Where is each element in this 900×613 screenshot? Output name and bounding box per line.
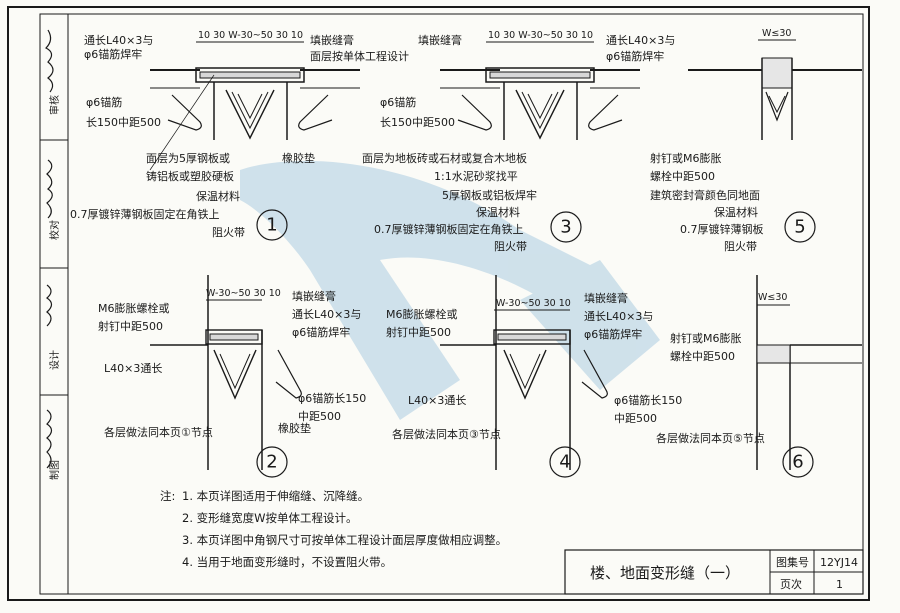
detail-4-label-anchor2: 中距500	[614, 412, 657, 425]
sidebar-cell-review: 审核	[48, 95, 61, 115]
detail-1-label-top-left: 通长L40×3与	[84, 34, 153, 47]
detail-3-label-fire: 阻火带	[494, 240, 527, 253]
detail-5-label-nail: 射钉或M6膨胀	[650, 151, 722, 165]
title-block: 楼、地面变形缝（一） 图集号 12YJ14 页次 1	[564, 549, 864, 595]
sheet-title: 楼、地面变形缝（一）	[590, 564, 740, 582]
detail-4-dims: W-30~50 30 10	[496, 298, 571, 309]
detail-2-label-rubber: 橡胶垫	[278, 421, 311, 435]
detail-2-number: 2	[266, 452, 277, 473]
detail-3-label-mortar: 1:1水泥砂浆找平	[434, 169, 518, 183]
detail-1-label-rubber: 橡胶垫	[282, 151, 315, 165]
detail-4-label-weld2: φ6锚筋焊牢	[584, 327, 642, 341]
detail-4-label-bolt: M6膨胀螺栓或	[386, 307, 458, 321]
detail-5-label-insulation: 保温材料	[714, 205, 758, 219]
detail-3-number: 3	[560, 217, 571, 238]
note-item-4: 4. 当用于地面变形缝时，不设置阻火带。	[182, 555, 392, 569]
detail-4-number: 4	[559, 452, 570, 473]
detail-2-label-weld2: φ6锚筋焊牢	[292, 325, 350, 339]
detail-3-label-surface: 面层为地板砖或石材或复合木地板	[362, 151, 527, 165]
detail-1-label-anchor2: 长150中距500	[86, 116, 161, 129]
detail-3-dims: 10 30 W-30~50 30 10	[488, 30, 593, 41]
sidebar-cell-design: 设计	[48, 350, 61, 370]
sidebar-signature-strip: 审核 校对 设计 制图	[39, 14, 69, 595]
detail-1-label-surface: 面层为5厚钢板或	[146, 151, 230, 165]
detail-3-label-insulation: 保温材料	[476, 205, 520, 219]
page-label: 页次	[780, 577, 802, 591]
detail-2: W-30~50 30 10 M6膨胀螺栓或 射钉中距500 填嵌缝膏 通长L40…	[98, 275, 366, 478]
detail-6-number: 6	[792, 452, 803, 473]
detail-3-label-top-right: 通长L40×3与	[606, 34, 675, 47]
sidebar-cell-check: 校对	[48, 220, 61, 240]
detail-5-label-sealant: 建筑密封膏颜色同地面	[650, 188, 760, 202]
detail-1: 10 30 W-30~50 30 10 通长L40×3与 φ6锚筋焊牢 填嵌缝膏…	[70, 30, 409, 241]
detail-2-label-weld: 通长L40×3与	[292, 308, 361, 321]
detail-2-label-anchor: φ6锚筋长150	[298, 391, 366, 405]
detail-2-label-same: 各层做法同本页①节点	[104, 425, 213, 439]
detail-1-label-insulation: 保温材料	[196, 189, 240, 203]
atlas-number-label: 图集号	[776, 555, 809, 569]
detail-6-label-same: 各层做法同本页⑤节点	[656, 431, 765, 445]
detail-1-label-top-right: 填嵌缝膏	[310, 33, 354, 47]
detail-6-dims: W≤30	[758, 292, 787, 303]
detail-4-label-bolt2: 射钉中距500	[386, 325, 451, 339]
detail-6-label-nail: 射钉或M6膨胀	[670, 331, 742, 345]
detail-2-label-fill: 填嵌缝膏	[292, 289, 336, 303]
page-value: 1	[836, 578, 843, 591]
atlas-number-value: 12YJ14	[820, 556, 858, 569]
detail-4: W-30~50 30 10 M6膨胀螺栓或 射钉中距500 填嵌缝膏 通长L40…	[386, 275, 682, 478]
detail-2-dims: W-30~50 30 10	[206, 288, 281, 299]
detail-3-label-anchor: φ6锚筋	[380, 95, 416, 109]
detail-5-label-nail2: 螺栓中距500	[650, 169, 715, 183]
note-item-1: 1. 本页详图适用于伸缩缝、沉降缝。	[182, 489, 369, 503]
detail-1-label-surface2: 铸铝板或塑胶硬板	[146, 169, 234, 183]
detail-3-label-plate: 0.7厚镀锌薄钢板固定在角铁上	[374, 222, 524, 236]
detail-2-label-angle: L40×3通长	[104, 362, 162, 375]
detail-3: 10 30 W-30~50 30 10 填嵌缝膏 通长L40×3与 φ6锚筋焊牢…	[362, 30, 675, 253]
detail-5-dims: W≤30	[762, 28, 791, 39]
note-item-2: 2. 变形缝宽度W按单体工程设计。	[182, 511, 358, 525]
sheet-border	[7, 6, 870, 601]
detail-4-label-angle: L40×3通长	[408, 394, 466, 407]
detail-3-label-anchor2: 长150中距500	[380, 116, 455, 129]
detail-4-label-weld: 通长L40×3与	[584, 310, 653, 323]
detail-1-number: 1	[266, 215, 277, 236]
detail-1-label-top-right2: 面层按单体工程设计	[310, 49, 409, 63]
notes-block: 注: 1. 本页详图适用于伸缩缝、沉降缝。 2. 变形缝宽度W按单体工程设计。 …	[160, 489, 507, 569]
detail-1-label-anchor: φ6锚筋	[86, 95, 122, 109]
detail-3-label-top-right2: φ6锚筋焊牢	[606, 49, 664, 63]
detail-4-label-anchor: φ6锚筋长150	[614, 393, 682, 407]
detail-2-label-anchor2: 中距500	[298, 410, 341, 423]
detail-5-label-plate: 0.7厚镀锌薄钢板	[680, 222, 764, 236]
watermark-logo	[240, 160, 660, 420]
notes-prefix: 注:	[160, 489, 175, 503]
detail-3-label-steel: 5厚钢板或铝板焊牢	[442, 188, 537, 202]
detail-6: W≤30 射钉或M6膨胀 螺栓中距500 各层做法同本页⑤节点 6	[656, 275, 862, 478]
detail-1-dims: 10 30 W-30~50 30 10	[198, 30, 303, 41]
detail-2-label-bolt: M6膨胀螺栓或	[98, 301, 170, 315]
detail-3-label-top-left: 填嵌缝膏	[418, 33, 462, 47]
detail-5-label-fire: 阻火带	[724, 240, 757, 253]
detail-1-label-fire: 阻火带	[212, 226, 245, 239]
detail-6-label-nail2: 螺栓中距500	[670, 349, 735, 363]
detail-5: W≤30 射钉或M6膨胀 螺栓中距500 建筑密封膏颜色同地面 保温材料 0.7…	[650, 28, 862, 253]
detail-1-label-plate: 0.7厚镀锌薄钢板固定在角铁上	[70, 207, 220, 221]
detail-2-label-bolt2: 射钉中距500	[98, 319, 163, 333]
detail-5-number: 5	[794, 217, 805, 238]
detail-1-label-top-left2: φ6锚筋焊牢	[84, 47, 142, 61]
note-item-3: 3. 本页详图中角钢尺寸可按单体工程设计面层厚度做相应调整。	[182, 533, 507, 547]
detail-4-label-fill: 填嵌缝膏	[584, 291, 628, 305]
sidebar-cell-drafting: 制图	[48, 460, 61, 480]
detail-4-label-same: 各层做法同本页③节点	[392, 427, 501, 441]
